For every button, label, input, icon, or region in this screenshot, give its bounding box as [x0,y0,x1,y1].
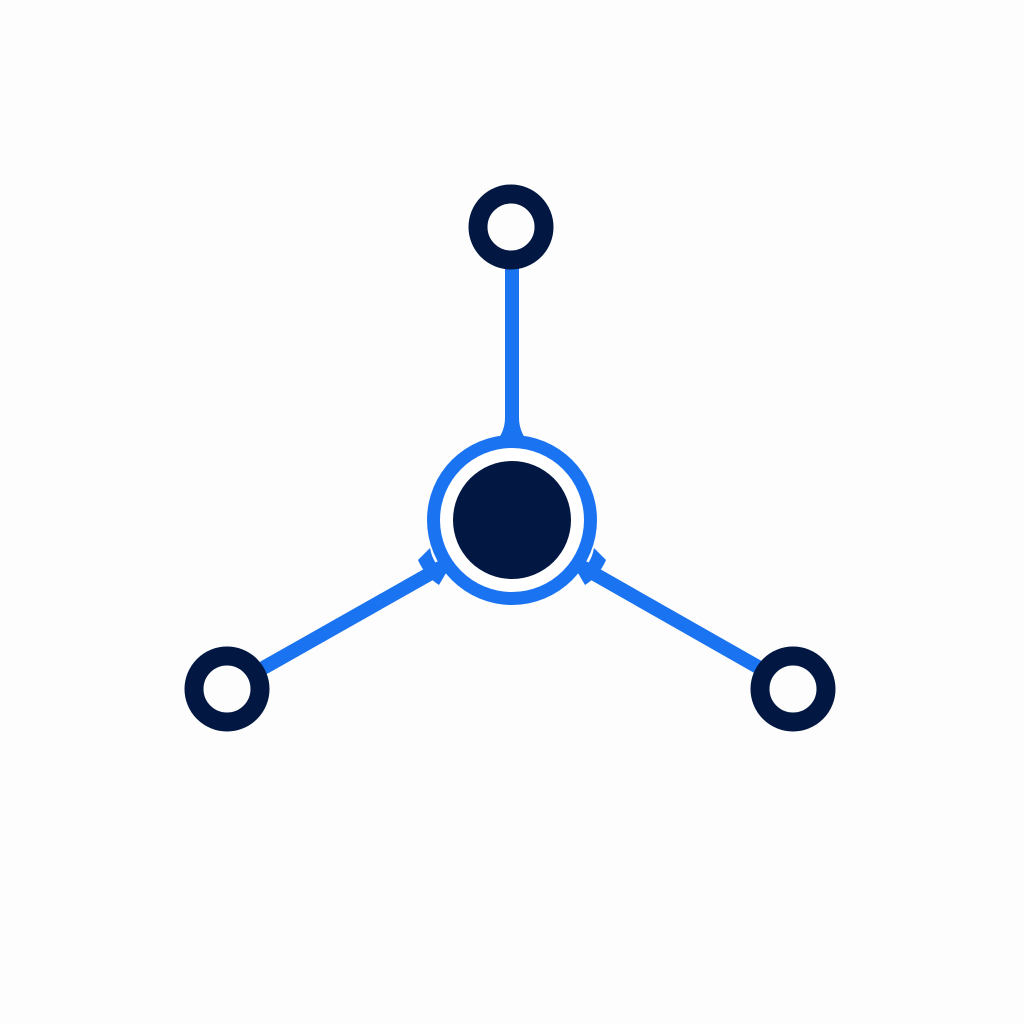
node-top [468,184,554,270]
spoke-right [577,561,765,674]
node-right [750,646,836,732]
node-left [184,646,270,732]
spoke-left [258,561,447,674]
hub-core [453,461,571,579]
hub-junction-left [418,548,446,585]
hub-junction-right [578,548,606,585]
